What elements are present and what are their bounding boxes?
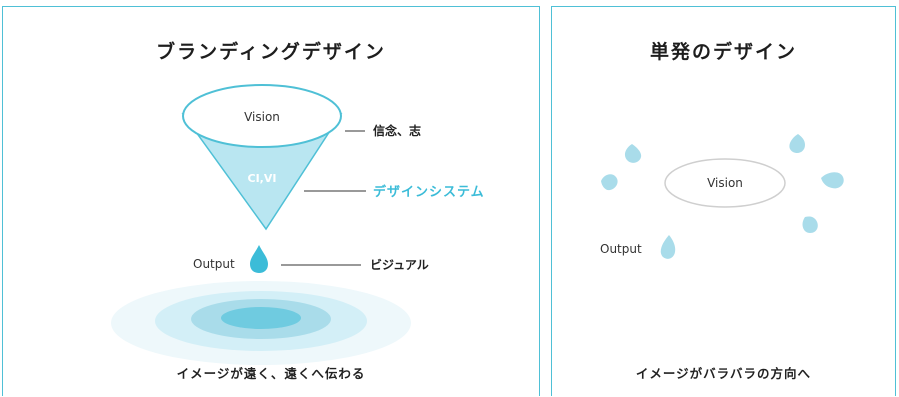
visual-annotation: ビジュアル (370, 257, 429, 272)
output-label: Output (193, 257, 235, 271)
single-design-caption: イメージがバラバラの方向へ (635, 366, 812, 381)
panel-title-single: 単発のデザイン (649, 41, 797, 63)
belief-annotation: 信念、志 (373, 123, 421, 138)
vision-ellipse-right (664, 158, 786, 208)
scattered-drop-icon (601, 174, 618, 191)
vision-label: Vision (244, 110, 280, 124)
vision-ellipse (182, 84, 342, 148)
scattered-drop-icon (821, 172, 844, 189)
ripple-core (221, 307, 301, 329)
branding-diagram: Vision CI,VI 信念、志 デザインシステム Output ビジュアル (111, 84, 485, 365)
output-drop-icon (250, 245, 268, 273)
single-design-diagram: Vision Output (600, 134, 844, 259)
design-system-annotation: デザインシステム (373, 184, 485, 200)
scattered-drop-icon (789, 134, 805, 154)
branding-caption: イメージが遠く、遠くへ伝わる (176, 366, 366, 381)
funnel-label: CI,VI (248, 172, 277, 185)
single-design-panel: 単発のデザイン Vision Output イメージがバラバラの方向へ (551, 6, 896, 396)
scattered-drop-icon (624, 144, 642, 163)
output-label-right: Output (600, 242, 642, 256)
branding-design-panel: ブランディングデザイン Vision CI,VI 信念、志 デザインシステム O… (2, 6, 540, 396)
scattered-drop-icon (802, 216, 818, 233)
panel-title-branding: ブランディングデザイン (156, 41, 386, 63)
vision-label-right: Vision (707, 176, 743, 190)
output-drop-icon-right (660, 235, 676, 259)
